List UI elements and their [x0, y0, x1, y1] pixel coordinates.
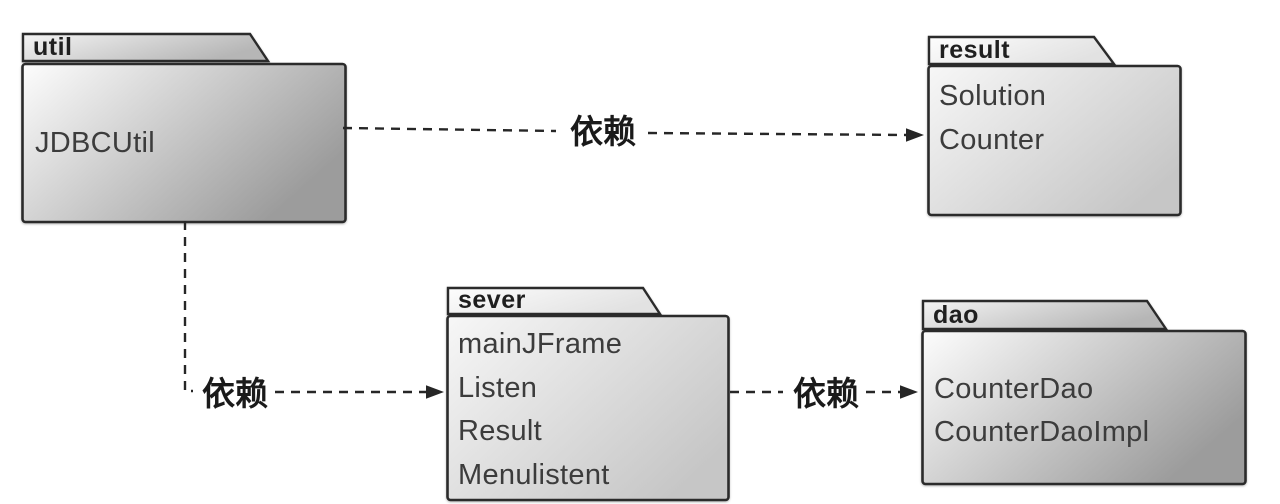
class-name: CounterDao [934, 373, 1094, 405]
package-dao[interactable]: dao CounterDao CounterDaoImpl [920, 298, 1250, 490]
package-result[interactable]: result Solution Counter [926, 34, 1186, 219]
package-util[interactable]: util JDBCUtil [20, 31, 350, 225]
package-name: result [939, 36, 1011, 64]
class-name: Listen [458, 371, 538, 404]
package-name: dao [933, 301, 979, 329]
class-name: JDBCUtil [35, 127, 156, 159]
package-name: util [33, 33, 73, 61]
class-name: Menulistent [458, 458, 610, 491]
folder-shape [927, 35, 1182, 217]
package-sever[interactable]: sever mainJFrame Listen Result Menuliste… [445, 285, 735, 504]
class-name: CounterDaoImpl [934, 416, 1150, 448]
dependency-label[interactable]: 依赖 [195, 374, 275, 414]
class-name: Solution [939, 80, 1047, 112]
dependency-label[interactable]: 依赖 [786, 374, 866, 414]
package-name: sever [458, 286, 526, 314]
dependency-label[interactable]: 依赖 [558, 112, 648, 152]
folder-shape [921, 299, 1247, 486]
class-name: Counter [939, 124, 1045, 156]
class-name: Result [458, 415, 542, 447]
class-name: mainJFrame [458, 328, 623, 360]
folder-shape [446, 286, 730, 502]
dependency-arrow-util-sever[interactable] [183, 221, 444, 399]
